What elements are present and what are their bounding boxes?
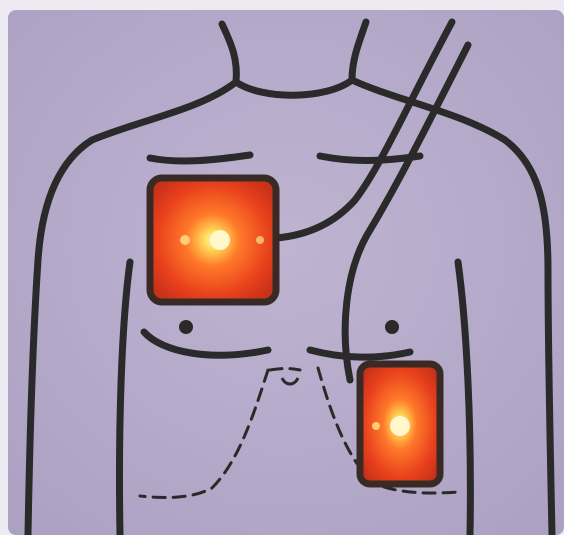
right-nipple xyxy=(385,320,399,334)
background-panel xyxy=(8,10,564,535)
lower-left-side-pad xyxy=(360,364,440,484)
left-nipple xyxy=(179,320,193,334)
upper-right-chest-pad xyxy=(150,178,276,302)
